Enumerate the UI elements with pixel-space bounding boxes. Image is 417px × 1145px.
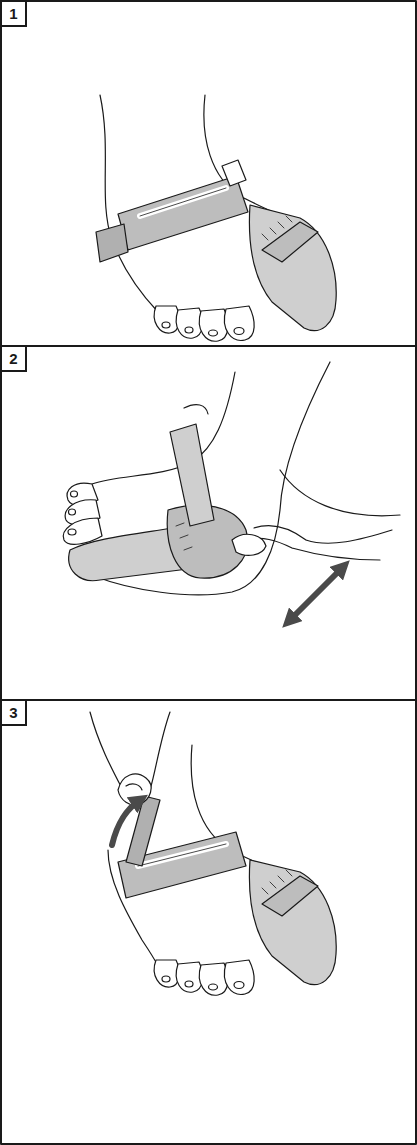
pull-arrow [112, 800, 140, 845]
step-number-box: 2 [0, 345, 27, 372]
step-number: 2 [9, 351, 17, 366]
step-number: 3 [9, 705, 17, 720]
step-number-box: 3 [0, 699, 27, 726]
step-number-box: 1 [0, 0, 27, 27]
panel-divider [1, 699, 416, 701]
foot-and-hand [63, 362, 400, 621]
foot-with-splint [96, 95, 336, 341]
panel-divider [1, 345, 416, 347]
adjust-arrow [289, 567, 343, 621]
foot-and-strap [90, 712, 336, 995]
step-number: 1 [9, 6, 17, 21]
